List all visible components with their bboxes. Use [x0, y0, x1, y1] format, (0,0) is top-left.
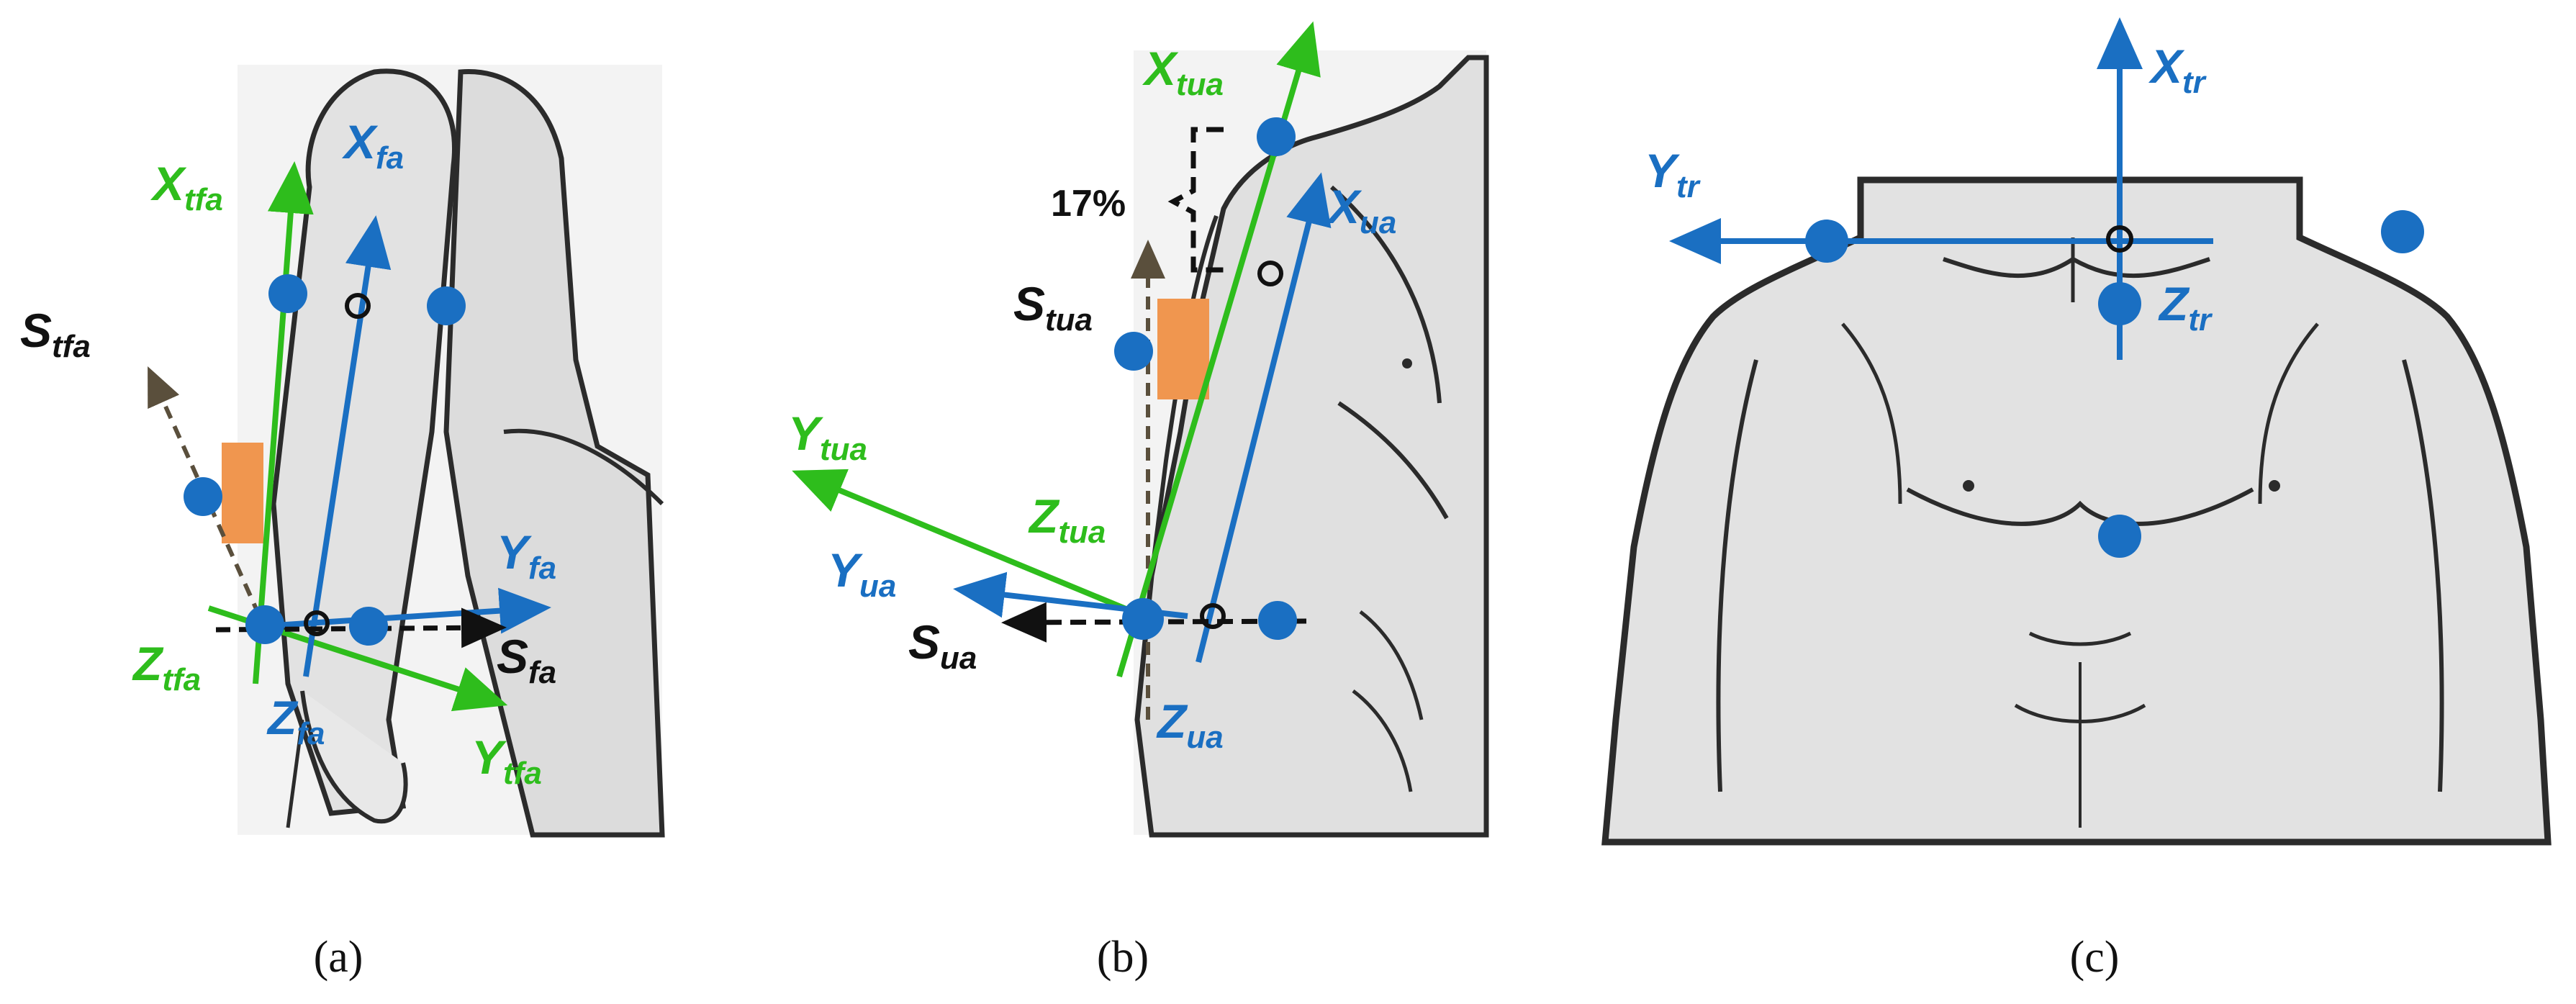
x-tfa-label: Xtfa — [150, 157, 223, 217]
marker-dot — [1258, 601, 1297, 640]
sensor-upper-arm — [1157, 299, 1209, 399]
s-tua-label: Stua — [1013, 277, 1093, 338]
percent-label: 17% — [1051, 183, 1126, 225]
s-ua-label: Sua — [908, 615, 977, 676]
caption-c: (c) — [2070, 933, 2120, 982]
marker-dot — [1122, 598, 1164, 640]
marker-dot — [349, 607, 388, 646]
z-tr-label: Ztr — [2158, 277, 2213, 338]
joint-center-circle — [2106, 225, 2133, 253]
y-ua-label: Yua — [828, 543, 896, 604]
sensor-forearm — [222, 443, 263, 543]
length-bracket — [1167, 127, 1224, 273]
z-tua-label: Ztua — [1028, 489, 1106, 550]
panel-a: Xtfa Xfa Stfa Yfa Ztfa Sfa Zfa Ytfa (a) — [20, 65, 665, 982]
caption-b: (b) — [1097, 933, 1149, 982]
y-fa-label: Yfa — [497, 525, 556, 586]
marker-dot — [2098, 282, 2141, 325]
x-tua-label: Xtua — [1142, 42, 1224, 102]
panel-c: Xtr Ytr Ztr (c) — [1591, 17, 2570, 982]
marker-dot — [245, 605, 284, 644]
marker-dot — [2098, 515, 2141, 558]
y-tua-label: Ytua — [788, 407, 867, 467]
s-tfa-label: Stfa — [20, 304, 91, 364]
joint-center-circle — [345, 293, 371, 319]
marker-dot — [1805, 220, 1848, 263]
caption-a: (a) — [314, 933, 363, 982]
marker-dot — [2381, 210, 2424, 253]
z-fa-label: Zfa — [266, 691, 325, 751]
y-tr-label: Ytr — [1645, 144, 1701, 204]
joint-center-circle — [1200, 603, 1226, 629]
marker-dot — [1114, 332, 1153, 371]
marker-dot — [268, 274, 307, 313]
torso-illustration — [1591, 176, 2570, 846]
z-tfa-label: Ztfa — [132, 637, 201, 697]
x-fa-axis — [303, 215, 392, 677]
marker-dot — [427, 286, 466, 325]
x-tfa-axis — [253, 161, 314, 684]
z-ua-label: Zua — [1156, 695, 1224, 755]
x-tr-label: Xtr — [2148, 40, 2207, 100]
joint-center-circle — [304, 610, 330, 636]
y-tua-axis — [792, 469, 1152, 622]
x-ua-label: Xua — [1325, 180, 1396, 240]
joint-center-circle — [1257, 261, 1283, 286]
s-fa-label: Sfa — [497, 630, 556, 690]
x-ua-axis — [1196, 172, 1332, 663]
marker-dot — [1257, 117, 1296, 156]
marker-dot — [184, 477, 222, 516]
x-fa-label: Xfa — [341, 115, 404, 176]
y-tfa-label: Ytfa — [471, 731, 542, 791]
panel-b: 17% Xtua Xua Stua Ytua Ztua Yua Sua Zua … — [788, 21, 1489, 982]
